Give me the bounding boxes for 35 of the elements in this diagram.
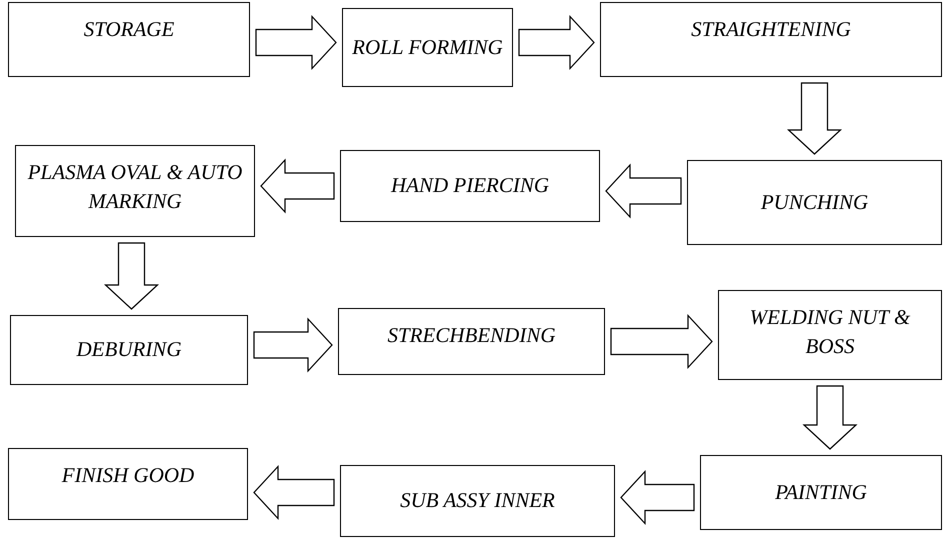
process-box (8, 448, 248, 520)
step-label: FINISH GOOD (62, 462, 194, 489)
step-label: HAND PIERCING (390, 172, 550, 200)
block-arrow (104, 242, 160, 310)
process-box (687, 160, 942, 245)
process-box (718, 290, 942, 380)
block-arrow (802, 385, 858, 450)
block-arrow (518, 14, 595, 70)
process-box (600, 2, 942, 77)
step-label: PUNCHING (760, 188, 868, 216)
block-arrow (605, 163, 682, 219)
process-box (342, 8, 513, 87)
step-label: WELDING NUT & BOSS (748, 304, 912, 360)
step-label: ROLL FORMING (352, 34, 503, 61)
block-arrow (260, 158, 335, 214)
step-label: PLASMA OVAL & AUTO MARKING (26, 159, 244, 216)
block-arrow (786, 82, 842, 155)
step-label: PAINTING (775, 478, 867, 506)
step-label: STRAIGHTENING (691, 16, 851, 43)
process-box (10, 315, 248, 385)
process-box (700, 455, 942, 530)
block-arrow (620, 470, 695, 526)
step-label: DEBURING (76, 336, 182, 364)
block-arrow (255, 14, 337, 70)
step-label: STORAGE (84, 16, 174, 43)
process-box (15, 145, 255, 237)
step-label: SUB ASSY INNER (400, 487, 555, 514)
step-label: STRECHBENDING (388, 322, 556, 349)
block-arrow (253, 317, 333, 373)
process-box (8, 2, 250, 77)
block-arrow (253, 464, 335, 520)
process-box (340, 150, 600, 222)
process-box (338, 308, 605, 375)
block-arrow (610, 314, 713, 370)
process-box (340, 465, 615, 537)
